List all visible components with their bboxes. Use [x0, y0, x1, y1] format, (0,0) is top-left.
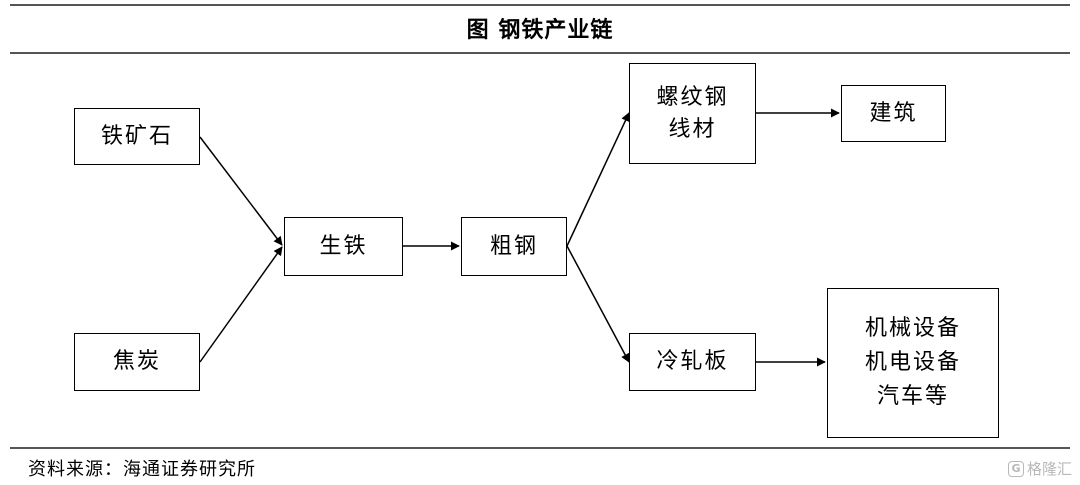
arrow-coke-to-pig-iron	[199, 246, 283, 363]
watermark: G 格隆汇	[1007, 458, 1072, 479]
bottom-rule	[10, 447, 1070, 449]
node-construction: 建筑	[841, 85, 946, 142]
arrow-crude-steel-to-rebar	[566, 112, 630, 247]
node-construction-label: 建筑	[869, 100, 918, 126]
node-cold-rolled: 冷轧板	[629, 333, 756, 391]
node-iron-ore: 铁矿石	[74, 108, 200, 165]
node-coke: 焦炭	[74, 333, 200, 391]
watermark-text: 格隆汇	[1026, 460, 1072, 478]
node-pig-iron-label: 生铁	[319, 233, 368, 259]
watermark-logo-icon: G	[1007, 460, 1024, 477]
title-underline	[10, 52, 1070, 54]
node-rebar-wire-rod: 螺纹钢 线材	[629, 63, 756, 164]
node-end-uses: 机械设备 机电设备 汽车等	[827, 288, 999, 438]
node-crude-steel: 粗钢	[461, 217, 567, 276]
node-automobile-label: 汽车等	[876, 384, 949, 409]
node-machinery-label: 机械设备	[864, 316, 961, 341]
node-wire-rod-label: 线材	[668, 116, 717, 142]
node-pig-iron: 生铁	[284, 217, 403, 276]
node-coke-label: 焦炭	[112, 349, 161, 374]
node-crude-steel-label: 粗钢	[489, 233, 538, 259]
arrow-crude-steel-to-cold-rolled	[566, 245, 630, 363]
node-iron-ore-label: 铁矿石	[100, 123, 173, 149]
node-cold-rolled-label: 冷轧板	[656, 349, 729, 374]
diagram-title: 图 钢铁产业链	[466, 18, 614, 43]
source-note: 资料来源：海通证券研究所	[28, 459, 256, 480]
node-rebar-label: 螺纹钢	[656, 84, 729, 110]
node-electromechanical-label: 机电设备	[864, 350, 961, 375]
arrow-iron-ore-to-pig-iron	[199, 136, 283, 246]
top-rule	[10, 4, 1070, 6]
